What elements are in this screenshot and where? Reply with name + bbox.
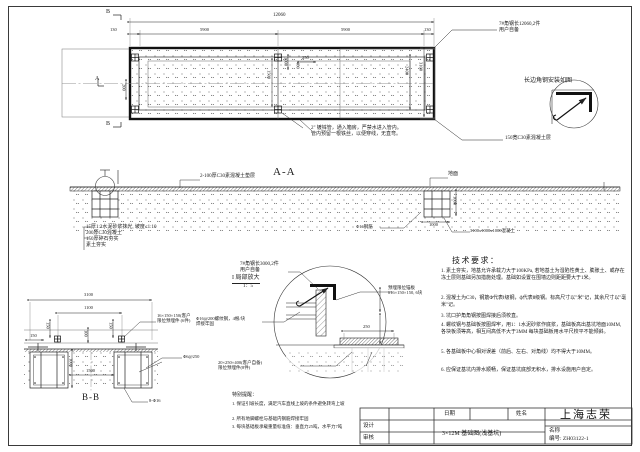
title-block-label-name: 名称 (549, 428, 561, 434)
aa-note-ground: 地面 (448, 172, 459, 177)
title-block-col-date: 日期 (444, 411, 456, 417)
tech-note-2: 2. 混凝土为C30，钢筋Φ代表Ⅰ级钢，ф代表Ⅱ级钢。标高尺寸以"米"记，其余尺… (441, 296, 627, 308)
title-block-row-design: 设计 (363, 423, 375, 429)
detail-callout-anchor-plate: 预埋限位锚板 δ16×150×150, 6块 (388, 285, 423, 296)
aa-note-rebar: Φ16钢筋 (356, 224, 373, 229)
bb-dim-150-c: 150 (30, 333, 37, 338)
title-block-row-review: 审核 (363, 435, 375, 441)
title-block-label-number: 编号: ZH03122-1 (549, 436, 589, 442)
sheet-border (8, 6, 632, 446)
plan-dim-span-1: 5900 (200, 27, 209, 32)
aa-note-concrete-block: 3100x1000x1000混凝土 (470, 228, 515, 233)
tech-note-6: 6. 应保证基坑内排水顺畅，保证基坑底部无积水，排水设施用户自定。 (441, 368, 597, 373)
plan-dim-left-edge: 130 (110, 27, 117, 32)
tech-note-4: 4. 螺纹钢与基础板按图焊牢，用1：1水泥砂浆作底浆，基础板高出基坑地面10MM… (441, 323, 622, 335)
plan-dim-2400: 2400 (404, 66, 410, 75)
aa-dim-1000: 1000 (429, 222, 438, 227)
bb-callout-bottom-rebar: 8-Φ16 (149, 398, 161, 403)
bb-callout-stirrup: Φ6@250 (183, 354, 200, 359)
plan-dim-250: 250 (302, 55, 309, 60)
aa-note-cushion: 2-100厚C30素混凝土垫层 (200, 174, 256, 179)
special-note-2: 2. 所有地脚螺栓与基础内钢筋焊接牢固 (232, 416, 309, 421)
callout-pipe: 2" 镀锌管，通入箱房，严禁水进入管内。 管内预留一根铁丝，以便穿线，无直弯。 (311, 126, 402, 138)
detail-i-title: I 局部放大 (232, 275, 260, 284)
tech-notes-title: 技术要求： (452, 256, 500, 265)
detail-callout-rebar: Φ16@200螺纹钢，4根/块 焊接牢固 (196, 316, 246, 327)
bb-dim-100: 100 (83, 330, 89, 337)
plan-section-mark-a: A (95, 76, 100, 82)
detail-title-corner: 长边角钢安装如图 (524, 78, 573, 84)
plan-dim-inner-1500: 1500 (266, 70, 272, 79)
special-note-3: 3. 每块基础板承载重量标准值：垂直力25吨，水平力7吨 (232, 424, 343, 429)
tech-note-5: 5. 各基础板中心相对误差（前后、左右、对角线）均不得大于10MM。 (441, 350, 595, 355)
plan-dim-left-offset: 200 (121, 84, 127, 91)
detail-dim-250: 250 (363, 324, 370, 329)
bb-dim-150-b: 150 (108, 322, 114, 329)
section-bb-title: B-B (82, 392, 101, 402)
plan-dim-overall: 12060 (273, 13, 286, 18)
plan-dim-span-2: 5900 (341, 27, 350, 32)
aa-dim-1000-v: 1000 (452, 196, 458, 205)
detail-callout-embed: 20×250×400(客户自备) 限位预埋件(8件) (218, 360, 263, 371)
aa-note-layers: 15厚1:2水泥砂浆抹光, 坡度≤1:10 200厚C30混凝土 150厚碎石夯… (86, 225, 157, 249)
section-aa-title: A-A (273, 166, 296, 178)
title-block-col-name: 姓名 (516, 411, 528, 417)
plan-section-mark-b-bottom: B (106, 121, 111, 127)
plan-dim-3100: 3100 (418, 62, 424, 71)
title-block-drawing-name: 3×12M 基础图(浅基坑) (442, 431, 502, 437)
bb-dim-1500: 1500 (86, 368, 95, 373)
title-block-company: 上海志荣 (560, 409, 612, 421)
tech-note-3: 3. 坑口护角角钢按图焊接后须校直。 (441, 314, 522, 319)
tech-note-1: 1. 素土夯实，地基允许承载力大于100KPa, 若地基土为湿陷性黄土、膨胀土、… (441, 269, 625, 281)
detail-callout-angle: 7#角钢长3000,2件 用户自备 (240, 262, 279, 274)
detail-i-scale: 1：5 (243, 284, 254, 289)
plan-dim-right-edge: 130 (424, 27, 431, 32)
plan-section-mark-b-top: B (106, 9, 111, 15)
callout-concrete-layer: 150宽C30素混凝土层 (505, 136, 551, 141)
callout-angle-steel: 7#角钢长12060,2件 用户自备 (499, 22, 541, 34)
bb-callout-embed-plate: 16×150×150(客户 限位预埋件 (6件) (157, 313, 191, 324)
bb-dim-1100: 1100 (84, 305, 93, 310)
bb-dim-150-a: 150 (45, 322, 51, 329)
plan-dim-inner-1000: 1000 (283, 57, 289, 66)
plan-dim-400: 400 (295, 62, 301, 69)
special-notes-title: 特别提醒： (232, 393, 258, 398)
special-note-1: 1. 保证引坡长度，满足汽车直线上坡的条件避免转弯上坡 (232, 401, 345, 406)
bb-dim-3100: 3100 (84, 292, 93, 297)
bb-dim-1000: 1000 (68, 358, 74, 367)
